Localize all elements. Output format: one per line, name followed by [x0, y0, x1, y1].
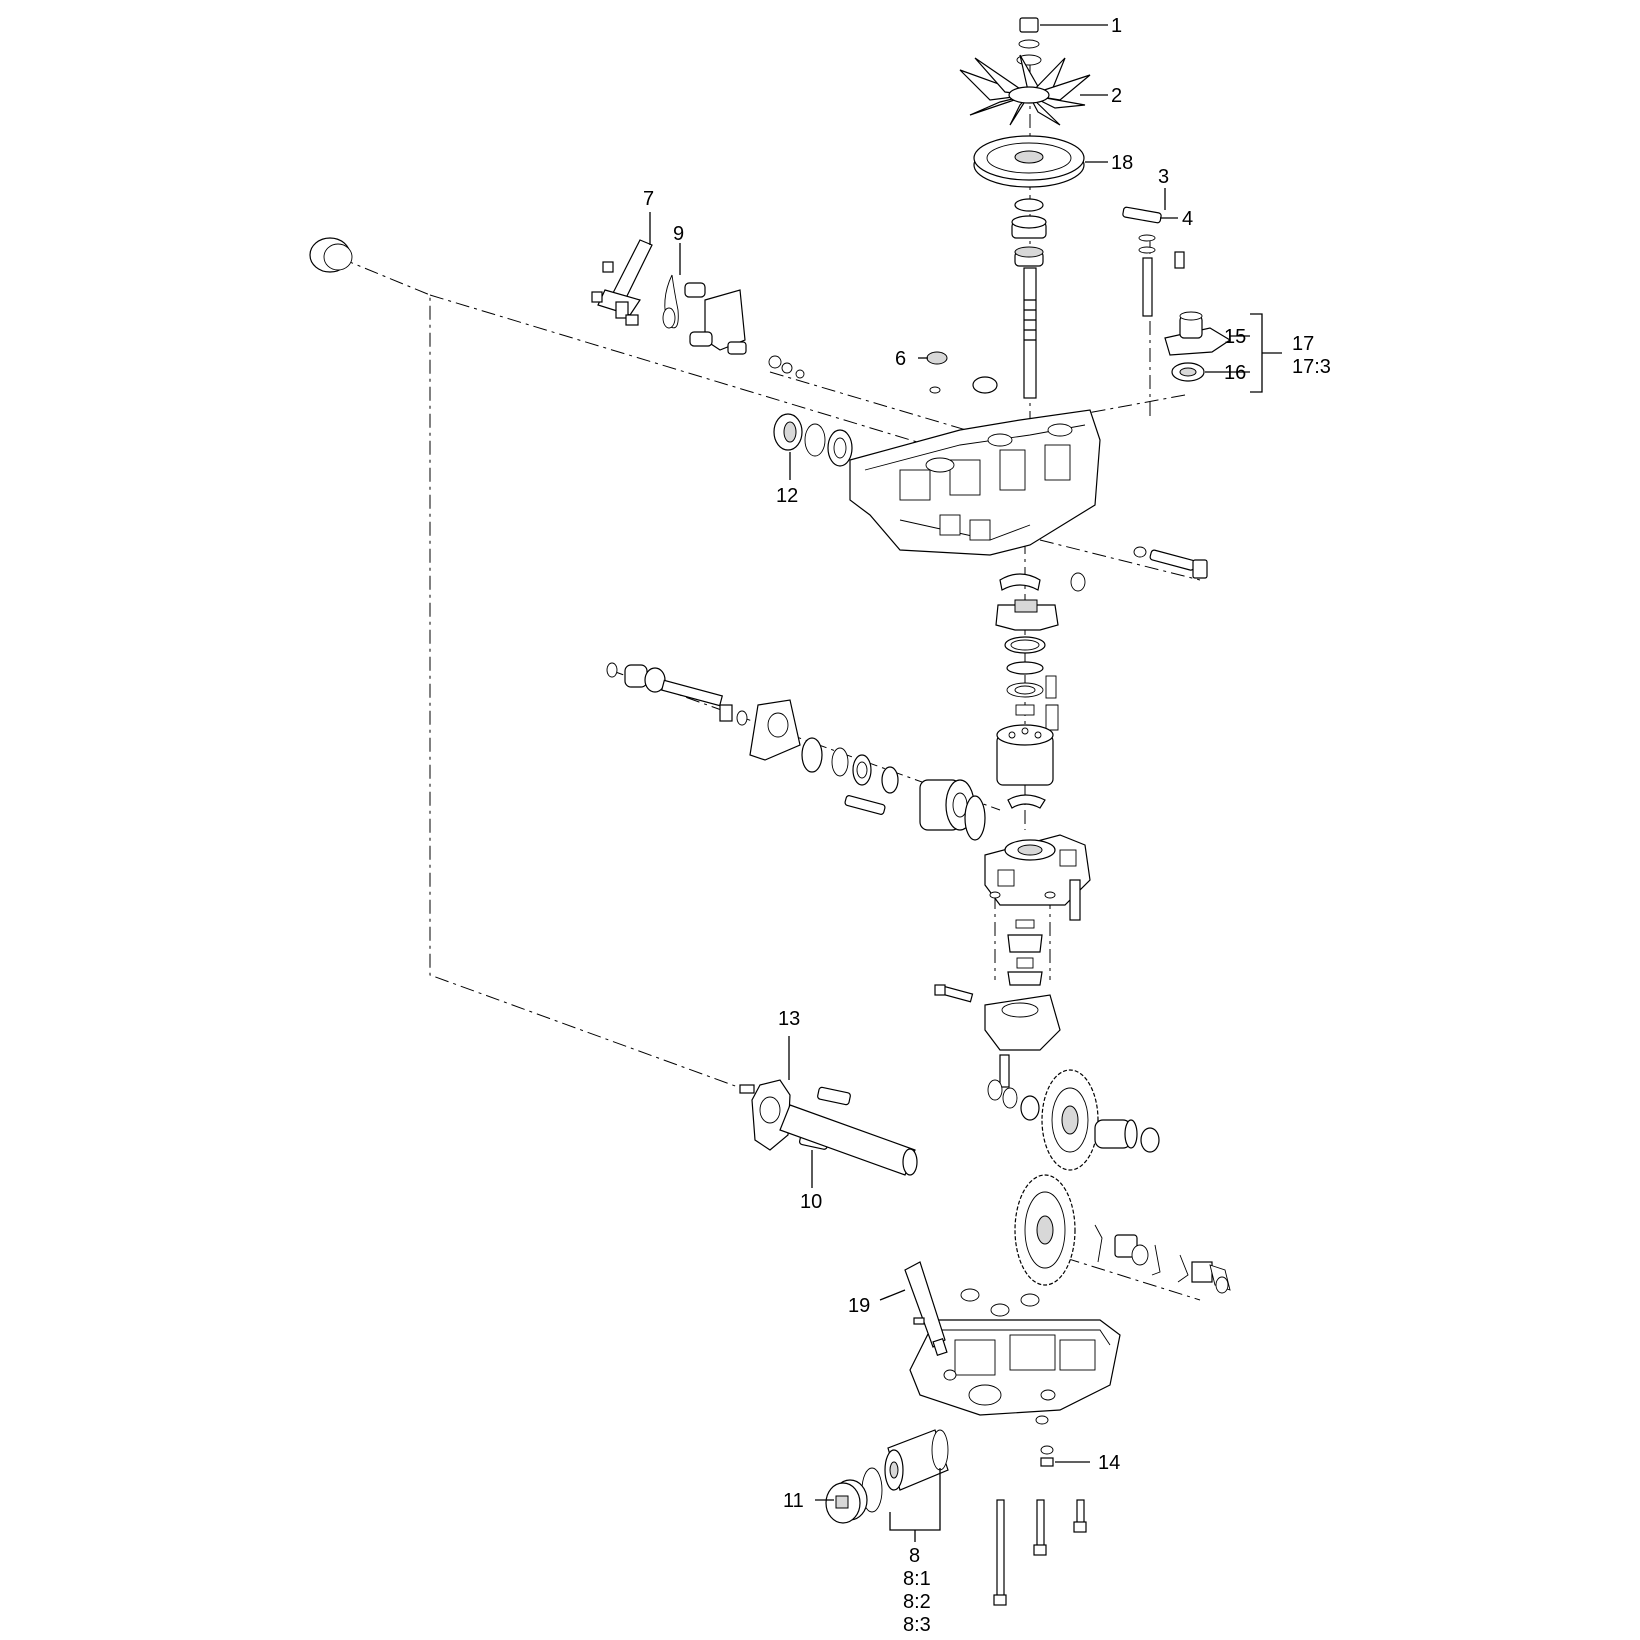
part-drive-pulley	[973, 135, 1085, 188]
part-control-arm	[591, 239, 653, 326]
part-bull-gear	[987, 1069, 1160, 1171]
callout-6: 6	[895, 348, 906, 370]
part-oil-filter	[861, 1429, 949, 1513]
callout-15: 15	[1224, 326, 1246, 348]
callout-10: 10	[800, 1191, 822, 1213]
callout-17-3: 17:3	[1292, 356, 1331, 378]
callout-13: 13	[778, 1008, 800, 1030]
part-reduction-gears-upper	[934, 919, 1061, 1088]
part-shaft-seal	[1171, 362, 1205, 382]
part-return-spring	[662, 274, 679, 329]
leader-lines	[649, 24, 1282, 1542]
part-upper-housing	[849, 409, 1101, 556]
part-swashplate-group	[995, 572, 1086, 809]
part-center-section	[984, 834, 1091, 921]
part-filter-cap	[825, 1479, 868, 1524]
callout-4: 4	[1182, 208, 1193, 230]
callout-8: 8	[909, 1545, 920, 1567]
callout-19: 19	[848, 1295, 870, 1317]
part-bypass-arm	[1122, 206, 1185, 317]
callout-8-2: 8:2	[903, 1591, 931, 1613]
part-axle-cap	[309, 237, 353, 273]
callout-7: 7	[643, 188, 654, 210]
part-input-shaft-stack	[1011, 198, 1047, 399]
part-charge-cover	[1164, 311, 1232, 356]
callout-8-3: 8:3	[903, 1614, 931, 1636]
callout-8-1: 8:1	[903, 1568, 931, 1590]
callout-14: 14	[1098, 1452, 1120, 1474]
callout-3: 3	[1158, 166, 1169, 188]
part-motor-shaft-group	[606, 662, 986, 841]
part-plug	[926, 351, 998, 394]
callout-2: 2	[1111, 85, 1122, 107]
part-cooling-fan	[959, 54, 1091, 126]
callout-1: 1	[1111, 15, 1122, 37]
part-final-gear	[1014, 1174, 1231, 1294]
callout-9: 9	[673, 223, 684, 245]
part-bypass-pin	[1133, 546, 1208, 579]
part-sealant-tube	[904, 1261, 948, 1356]
part-lower-bolts	[993, 1445, 1087, 1606]
callout-labels: 1 2 18 3 4 7 9 6 15 16 17 17:3 12 13 10 …	[643, 15, 1331, 1636]
callout-12: 12	[776, 485, 798, 507]
callout-11: 11	[783, 1490, 804, 1512]
callout-17: 17	[1292, 333, 1314, 355]
part-axle-hub	[739, 1079, 918, 1176]
callout-18: 18	[1111, 152, 1133, 174]
part-control-bracket	[684, 282, 747, 355]
callout-16: 16	[1224, 362, 1246, 384]
part-axle-seal	[773, 413, 853, 467]
part-lower-housing	[909, 1288, 1121, 1425]
part-washers-small	[768, 355, 805, 379]
